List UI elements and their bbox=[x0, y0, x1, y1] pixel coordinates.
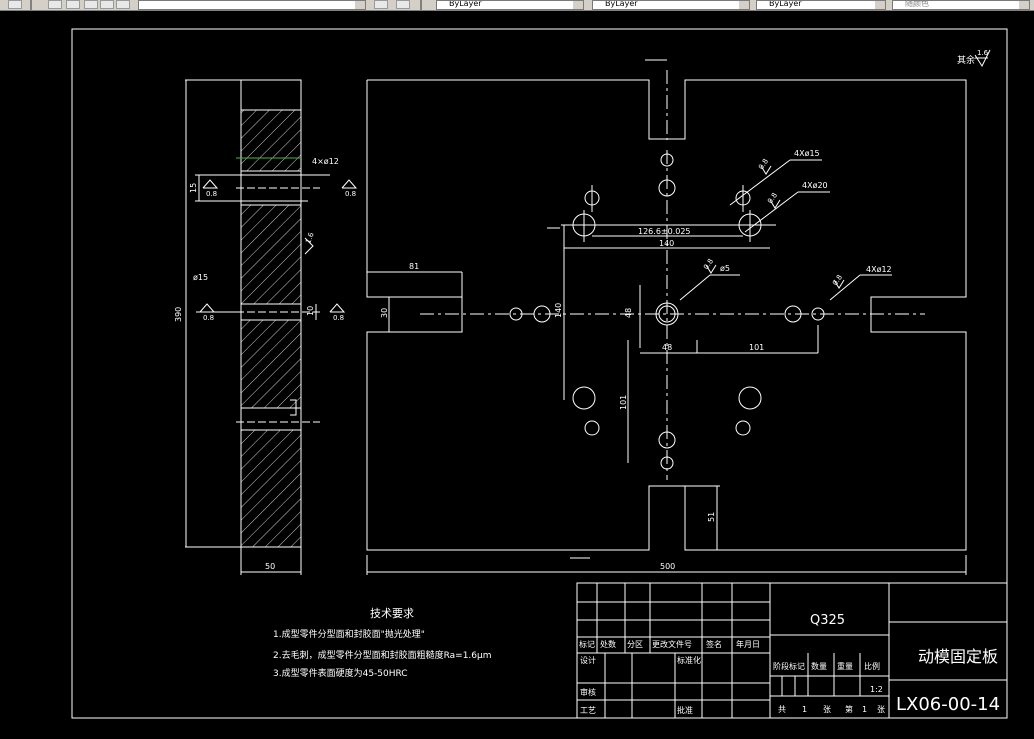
roughness-value: 1.6 bbox=[977, 49, 989, 57]
dim-48-h: 48 bbox=[662, 343, 672, 352]
dim-50: 50 bbox=[265, 562, 275, 571]
color-combo[interactable]: ByLayer bbox=[436, 0, 584, 10]
dim-08-e: 0.8 bbox=[757, 157, 770, 171]
properties-toolbar: ByLayer ByLayer ByLayer 随颜色 bbox=[0, 0, 1034, 11]
dim-08-c: 0.8 bbox=[203, 314, 214, 322]
dim-51: 51 bbox=[707, 512, 716, 522]
lock-icon[interactable] bbox=[116, 0, 130, 9]
dim-08-a: 0.8 bbox=[206, 190, 217, 198]
dim-4x15: 4Xø15 bbox=[794, 149, 820, 158]
dim-81: 81 bbox=[409, 262, 419, 271]
color-combo-value: ByLayer bbox=[449, 0, 482, 8]
dim-30: 30 bbox=[380, 308, 389, 318]
bulb-icon[interactable] bbox=[84, 0, 98, 9]
chevron-down-icon[interactable] bbox=[573, 1, 583, 9]
tb-zone: 分区 bbox=[627, 640, 643, 649]
dim-390: 390 bbox=[174, 307, 183, 322]
tb-doc: 更改文件号 bbox=[652, 639, 692, 649]
chevron-down-icon[interactable] bbox=[355, 1, 365, 9]
dim-101-v: 101 bbox=[619, 395, 628, 410]
tb-standard: 标准化 bbox=[677, 655, 701, 665]
tb-count: 处数 bbox=[600, 639, 616, 649]
dim-08-b: 0.8 bbox=[345, 190, 356, 198]
dim-08-f: 0.8 bbox=[766, 191, 779, 205]
roughness-note: 其余 bbox=[957, 54, 975, 66]
linetype-combo[interactable]: ByLayer bbox=[592, 0, 750, 10]
tb-sheet2: 张 bbox=[877, 705, 885, 714]
tb-total-n: 1 bbox=[802, 705, 807, 714]
lineweight-combo-value: ByLayer bbox=[769, 0, 802, 8]
dim-phi15-side: ø15 bbox=[193, 273, 208, 282]
dim-4x12-front: 4Xø12 bbox=[866, 265, 892, 274]
save-icon[interactable] bbox=[8, 0, 22, 9]
layer-state-icon[interactable] bbox=[66, 0, 80, 9]
roughness-symbol bbox=[974, 49, 991, 68]
chevron-down-icon[interactable] bbox=[1019, 1, 1029, 9]
layer-combo[interactable] bbox=[138, 0, 366, 10]
dim-10-side: 10 bbox=[306, 306, 315, 316]
tb-approve: 批准 bbox=[677, 705, 693, 715]
tb-weight: 重量 bbox=[837, 661, 853, 671]
tb-total: 共 bbox=[778, 705, 786, 714]
tb-check: 审核 bbox=[580, 687, 596, 697]
chevron-down-icon[interactable] bbox=[739, 1, 749, 9]
dim-15-side: 15 bbox=[189, 183, 198, 193]
sheet-border bbox=[71, 28, 1008, 719]
tech-req-line3: 3.成型零件表面硬度为45-50HRC bbox=[273, 667, 408, 679]
make-current-icon[interactable] bbox=[374, 0, 388, 9]
dim-140-v: 140 bbox=[554, 303, 563, 318]
plotstyle-combo-value: 随颜色 bbox=[905, 0, 929, 8]
tech-req-line1: 1.成型零件分型面和封胶面"抛光处理" bbox=[273, 628, 425, 640]
dim-48-v: 48 bbox=[624, 308, 633, 318]
tb-design: 设计 bbox=[580, 655, 596, 665]
part-name: 动模固定板 bbox=[918, 647, 998, 666]
tech-req-line2: 2.去毛刺，成型零件分型面和封胶面粗糙度Ra=1.6μm bbox=[273, 649, 492, 661]
tb-scale-label: 比例 bbox=[864, 661, 880, 671]
tb-of: 第 bbox=[845, 704, 853, 714]
layer-previous-icon[interactable] bbox=[396, 0, 410, 9]
tb-sheet: 张 bbox=[823, 705, 831, 714]
dim-08-d: 0.8 bbox=[333, 314, 344, 322]
tb-date: 年月日 bbox=[736, 639, 760, 649]
dim-140-h: 140 bbox=[659, 239, 674, 248]
drawing-canvas[interactable]: 其余 1.6 4×ø12 15 0.8 0.8 1.6 ø15 390 0.8 … bbox=[0, 10, 1034, 733]
dim-4x12-side: 4×ø12 bbox=[312, 157, 339, 166]
dim-08-h: 0.8 bbox=[831, 273, 844, 287]
plotstyle-combo[interactable]: 随颜色 bbox=[892, 0, 1030, 10]
lineweight-combo[interactable]: ByLayer bbox=[756, 0, 886, 10]
chevron-down-icon[interactable] bbox=[875, 1, 885, 9]
side-view bbox=[185, 79, 358, 575]
dim-16-side: 1.6 bbox=[304, 231, 316, 245]
command-line[interactable] bbox=[0, 733, 1034, 739]
tb-process: 工艺 bbox=[580, 706, 596, 715]
tb-mark: 标记 bbox=[579, 639, 595, 649]
tb-sheet-n: 1 bbox=[862, 705, 867, 714]
dim-126: 126.6±0.025 bbox=[638, 227, 691, 236]
dim-4x20: 4Xø20 bbox=[802, 181, 828, 190]
dim-500: 500 bbox=[660, 562, 675, 571]
front-view bbox=[366, 59, 967, 575]
material-text: Q325 bbox=[810, 613, 845, 628]
toolbar-separator bbox=[30, 0, 32, 10]
linetype-combo-value: ByLayer bbox=[605, 0, 638, 8]
tb-qty: 数量 bbox=[811, 661, 827, 671]
tech-req-title: 技术要求 bbox=[370, 607, 414, 620]
toolbar-separator bbox=[420, 0, 422, 10]
layer-manager-icon[interactable] bbox=[48, 0, 62, 9]
tb-scale: 1:2 bbox=[870, 685, 883, 694]
sun-icon[interactable] bbox=[100, 0, 114, 9]
drawing-number: LX06-00-14 bbox=[896, 694, 1000, 715]
tb-stage: 阶段标记 bbox=[773, 661, 805, 671]
title-block bbox=[576, 582, 1008, 719]
dim-phi5: ø5 bbox=[720, 264, 730, 273]
tb-sign: 签名 bbox=[706, 639, 722, 649]
dim-101-h: 101 bbox=[749, 343, 764, 352]
